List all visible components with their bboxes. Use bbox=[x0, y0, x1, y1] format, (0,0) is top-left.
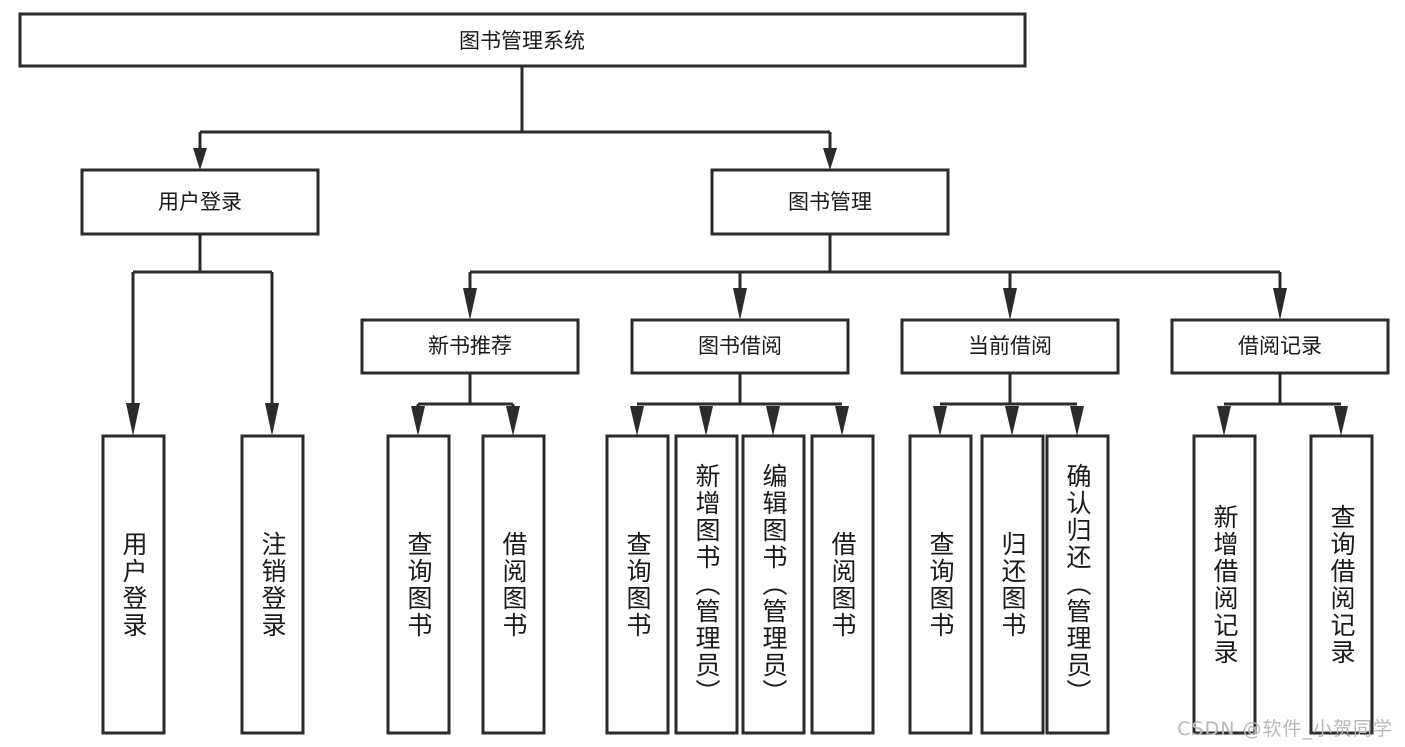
arrow-head-borrowrecord-leaf-2 bbox=[1334, 406, 1348, 436]
arrow-head-leaf-user-login bbox=[126, 403, 140, 436]
node-book-management[interactable] bbox=[710, 168, 950, 236]
node-root[interactable] bbox=[18, 12, 1027, 68]
node-user-login[interactable] bbox=[80, 168, 320, 236]
leaf-bookborrow-edit-book[interactable] bbox=[741, 434, 806, 735]
arrow-head-currentborrow-leaf-3 bbox=[1070, 406, 1084, 436]
node-new-book-recommend[interactable] bbox=[360, 318, 580, 375]
connectors-group bbox=[126, 66, 1348, 436]
node-new-book-recommend-label: 新书推荐 bbox=[428, 334, 512, 358]
leaf-bookborrow-borrow-book[interactable] bbox=[810, 434, 875, 735]
leaf-borrowrecord-add-record[interactable] bbox=[1192, 434, 1257, 735]
arrow-head-bookborrow-leaf-3 bbox=[766, 406, 780, 436]
arrow-head-borrow-record bbox=[1273, 288, 1287, 320]
node-book-borrow[interactable] bbox=[630, 318, 850, 375]
arrow-head-current-borrow bbox=[1003, 288, 1017, 320]
leaf-currentborrow-return-book[interactable] bbox=[980, 434, 1045, 735]
arrow-head-user-login bbox=[193, 148, 207, 170]
node-borrow-record[interactable] bbox=[1170, 318, 1390, 375]
arrow-head-newbook-leaf-1 bbox=[411, 406, 425, 436]
node-current-borrow-label: 当前借阅 bbox=[968, 334, 1052, 358]
node-user-login-label: 用户登录 bbox=[158, 190, 242, 214]
arrow-head-book-borrow bbox=[733, 288, 747, 320]
leaf-bookborrow-add-book[interactable] bbox=[674, 434, 739, 735]
arrow-head-bookborrow-leaf-2 bbox=[699, 406, 713, 436]
arrow-head-currentborrow-leaf-2 bbox=[1005, 406, 1019, 436]
watermark-text: CSDN @软件_小贺同学 bbox=[1177, 718, 1393, 740]
leaf-newbook-borrow-book[interactable] bbox=[481, 434, 546, 735]
arrow-head-book-mgmt bbox=[823, 148, 837, 170]
leaf-user-login[interactable] bbox=[101, 434, 166, 735]
arrow-head-borrowrecord-leaf-1 bbox=[1217, 406, 1231, 436]
arrow-head-newbook-leaf-2 bbox=[506, 406, 520, 436]
leaf-logout[interactable] bbox=[240, 434, 305, 735]
leaf-currentborrow-query-book[interactable] bbox=[908, 434, 973, 735]
leaf-borrowrecord-query-record[interactable] bbox=[1309, 434, 1374, 735]
node-borrow-record-label: 借阅记录 bbox=[1238, 334, 1322, 358]
node-book-management-label: 图书管理 bbox=[788, 190, 872, 214]
arrow-head-new-book-recommend bbox=[463, 288, 477, 320]
arrow-head-leaf-logout bbox=[265, 403, 279, 436]
leaf-newbook-query-book[interactable] bbox=[386, 434, 451, 735]
node-root-label: 图书管理系统 bbox=[459, 29, 585, 53]
leaf-currentborrow-confirm-return[interactable] bbox=[1045, 434, 1110, 735]
arrow-head-bookborrow-leaf-1 bbox=[630, 406, 644, 436]
arrow-head-currentborrow-leaf-1 bbox=[933, 406, 947, 436]
leaf-bookborrow-query-book[interactable] bbox=[605, 434, 670, 735]
arrow-head-bookborrow-leaf-4 bbox=[835, 406, 849, 436]
node-current-borrow[interactable] bbox=[900, 318, 1120, 375]
node-book-borrow-label: 图书借阅 bbox=[698, 334, 782, 358]
nodes-group: 图书管理系统 用户登录 图书管理 新书推荐 图书借阅 当前借阅 借阅记录 bbox=[18, 12, 1390, 735]
